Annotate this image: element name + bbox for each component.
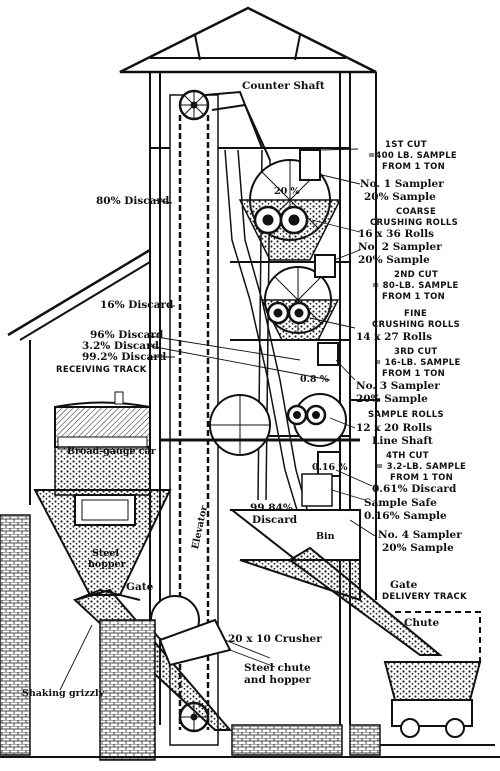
- fine-line1: FINE: [404, 309, 428, 319]
- cut2-line2: = 80-LB. SAMPLE: [372, 281, 459, 291]
- coarse-line2: CRUSHING ROLLS: [370, 218, 459, 228]
- sampler-2-label: No. 2 Sampler: [358, 241, 442, 253]
- cut3-line3: FROM 1 TON: [382, 369, 446, 379]
- broad-gauge-car-label: Broad-gauge car: [67, 446, 156, 457]
- discard-96-label: 96% Discard: [90, 329, 164, 341]
- sample-20-1-label: 20% Sample: [364, 191, 436, 203]
- cut1-line2: =400 LB. SAMPLE: [368, 151, 458, 161]
- steel-hopper-label-1: Steel: [92, 548, 119, 559]
- rolls-12x20-label: 12 x 20 Rolls: [356, 422, 433, 434]
- sample-20-4-label: 20% Sample: [382, 542, 454, 554]
- sample-rolls-label: SAMPLE ROLLS: [368, 410, 444, 420]
- discard-16-label: 16% Discard: [100, 299, 174, 311]
- pct-08-label: 0.8 %: [300, 374, 329, 385]
- pct-20-label: 20 %: [274, 186, 300, 197]
- steel-chute-label-1: Steel chute: [244, 662, 311, 674]
- discard-992-label: 99.2% Discard: [82, 351, 167, 363]
- coarse-line1: COARSE: [396, 207, 437, 217]
- sampler-4-label: No. 4 Sampler: [378, 529, 462, 541]
- coarse-crushing-rolls: [238, 159, 342, 261]
- foundations: [0, 514, 500, 761]
- discard-061-label: 0.61% Discard: [372, 483, 457, 495]
- cut1-line1: 1ST CUT: [385, 140, 427, 150]
- chute-label: Chute: [404, 617, 440, 629]
- delivery-chute: [288, 546, 481, 665]
- discard-80-label: 80% Discard: [96, 195, 170, 207]
- fine-line2: CRUSHING ROLLS: [372, 320, 461, 330]
- line-shaft-label: Line Shaft: [372, 435, 433, 447]
- sample-rolls: [160, 393, 360, 456]
- gate-left-label: Gate: [126, 581, 154, 593]
- sample-20-3-label: 20% Sample: [356, 393, 428, 405]
- shaking-grizzly-label: Shaking grizzly: [22, 688, 105, 699]
- cut4-line1: 4TH CUT: [386, 451, 429, 461]
- discard-chute: [224, 149, 311, 521]
- rolls-14x27-label: 14 x 27 Rolls: [356, 331, 433, 343]
- sample-016-label: 0.16% Sample: [364, 510, 447, 522]
- sampler-1-label: No. 1 Sampler: [360, 178, 444, 190]
- discard-32-label: 3.2% Discard: [82, 340, 159, 352]
- cut4-line3: FROM 1 TON: [390, 473, 454, 483]
- cut1-line3: FROM 1 TON: [382, 162, 446, 172]
- rolls-16x36-label: 16 x 36 Rolls: [358, 228, 435, 240]
- cut4-line2: = 3.2-LB. SAMPLE: [376, 462, 467, 472]
- fine-crushing-rolls: [260, 266, 340, 341]
- steel-chute-label-2: and hopper: [244, 674, 311, 686]
- receiving-track-label: RECEIVING TRACK: [56, 365, 147, 375]
- delivery-car: [376, 661, 495, 746]
- cut3-line1: 3RD CUT: [394, 347, 438, 357]
- discard-9984-label-2: Discard: [252, 514, 298, 526]
- cut2-line3: FROM 1 TON: [382, 292, 446, 302]
- pct-016-label: 0.16 %: [312, 462, 348, 473]
- bin-label: Bin: [316, 531, 335, 542]
- crusher-label: 20 x 10 Crusher: [228, 633, 322, 645]
- sample-safe-label: Sample Safe: [364, 497, 437, 509]
- sampler-3-label: No. 3 Sampler: [356, 380, 440, 392]
- discard-9984-label-1: 99.84%: [250, 502, 293, 514]
- steel-hopper-label-2: hopper: [88, 559, 126, 570]
- cut3-line2: = 16-LB. SAMPLE: [374, 358, 461, 368]
- cut2-line1: 2ND CUT: [394, 270, 439, 280]
- sample-20-2-label: 20% Sample: [358, 254, 430, 266]
- leader-lines: [59, 148, 376, 691]
- counter-shaft-label: Counter Shaft: [242, 80, 325, 92]
- samplers: [299, 149, 341, 507]
- delivery-track-label: DELIVERY TRACK: [382, 592, 467, 602]
- steel-hopper-drawing: [33, 489, 172, 596]
- gate-right-label: Gate: [390, 579, 418, 591]
- broad-gauge-car-drawing: [54, 391, 151, 496]
